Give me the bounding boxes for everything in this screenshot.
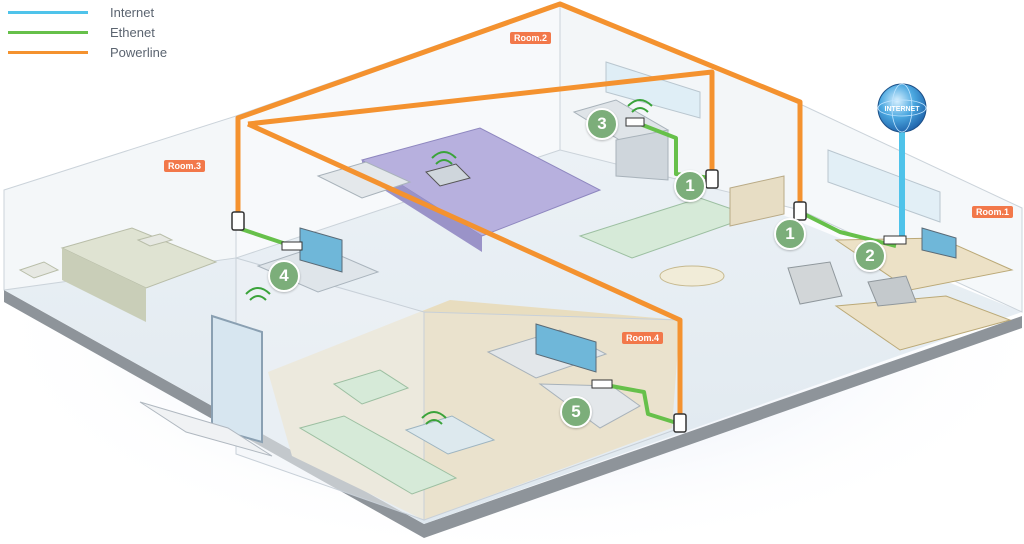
bookshelf-room2 (729, 175, 785, 227)
coffee-table-room2 (659, 265, 725, 287)
router-room2 (625, 117, 645, 127)
marker-5: 5 (560, 396, 592, 428)
extender-room4 (591, 379, 613, 389)
legend-label-ethernet: Ethenet (110, 24, 155, 40)
legend-swatch-ethernet (8, 30, 88, 34)
tv-room4 (535, 323, 597, 373)
powerline-cables (235, 1, 803, 424)
legend-label-internet: Internet (110, 4, 155, 20)
nightstand-left (18, 261, 60, 279)
globe-label: INTERNET (885, 106, 921, 113)
nightstand-right (136, 233, 174, 247)
room-tag-2: Room.2 (510, 32, 552, 44)
legend-label-powerline: Powerline (110, 44, 168, 60)
room-tag-4: Room.4 (622, 332, 664, 344)
bed-room3-side (62, 248, 146, 322)
legend-item-internet: Internet (8, 2, 167, 22)
globe-latitude (877, 99, 927, 117)
armchair-room4 (332, 369, 410, 405)
powerline-adapter-room4 (673, 413, 687, 433)
door-step (139, 401, 273, 457)
monitor-room1 (921, 227, 957, 259)
marker-4: 4 (268, 260, 300, 292)
front-door (211, 314, 263, 444)
chair-room1 (787, 261, 843, 305)
powerline-adapter-room1 (793, 201, 807, 221)
sofa-room4 (298, 415, 458, 495)
legend-item-powerline: Powerline (8, 42, 167, 62)
extender-room3 (281, 241, 303, 251)
bed-room3 (60, 227, 218, 289)
marker-3: 3 (586, 108, 618, 140)
room-tag-3: Room.3 (164, 160, 206, 172)
marker-2: 2 (854, 240, 886, 272)
marker-1b: 1 (774, 218, 806, 250)
laptop-room2 (425, 163, 471, 187)
powerline-adapter-room3 (231, 211, 245, 231)
wifi-icon (245, 99, 653, 425)
room-tag-1: Room.1 (972, 206, 1014, 218)
chair2-room1 (867, 275, 917, 307)
legend-swatch-internet (8, 10, 88, 14)
modem-room1 (883, 235, 907, 245)
legend-item-ethernet: Ethenet (8, 22, 167, 42)
legend: Internet Ethenet Powerline (8, 2, 167, 62)
powerline-adapter-room2 (705, 169, 719, 189)
cabinet-room2 (615, 129, 669, 181)
floor-slab-edge (4, 290, 1022, 538)
legend-swatch-powerline (8, 50, 88, 54)
globe-longitude (891, 83, 913, 133)
marker-1a: 1 (674, 170, 706, 202)
